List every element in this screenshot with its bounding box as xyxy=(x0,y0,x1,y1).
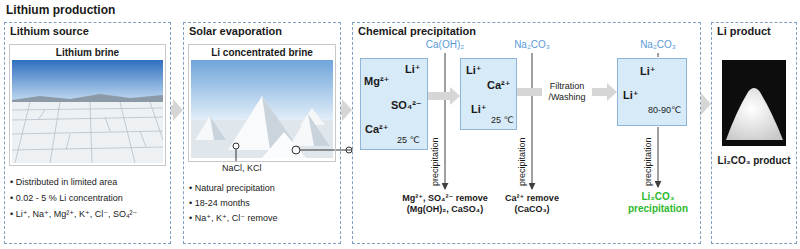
bullet-text: • 0.02 - 5 % Li concentration xyxy=(10,193,123,204)
panel-heading: Solar evaporation xyxy=(189,25,282,38)
salt-crust xyxy=(12,102,163,163)
ion-label: Mg²⁺ xyxy=(364,75,389,88)
diagram-title: Lithium production xyxy=(6,3,115,17)
ion-label: Ca²⁺ xyxy=(487,79,511,92)
salt-polygons xyxy=(12,102,163,163)
bullet-text: • 18-24 months xyxy=(189,198,250,209)
pile-shade xyxy=(308,114,330,146)
bullet-text: • Na⁺, K⁺, Cl⁻ remove xyxy=(189,213,277,224)
sky xyxy=(12,60,163,102)
ion-label: Ca²⁺ xyxy=(365,123,389,136)
reagent-line xyxy=(532,53,533,189)
flow-arrow xyxy=(428,92,450,100)
ion-label: Li⁺ xyxy=(405,63,421,76)
pile-shade xyxy=(210,116,226,140)
removal-note: Mg²⁺, SO₄²⁻ remove (Mg(OH)₂, CaSO₄) xyxy=(391,193,499,215)
reagent-label: Ca(OH)₂ xyxy=(415,39,475,51)
source-panel: Lithium source • Distributed in limited a… xyxy=(4,22,171,244)
brine-photo-box: Lithium brine xyxy=(9,44,166,166)
edge-label: Filtration /Washing xyxy=(542,81,592,103)
salt-pile xyxy=(262,132,306,158)
photo-caption: Li concentrated brine xyxy=(211,47,313,59)
panel-heading: Li product xyxy=(717,25,771,38)
temperature-label: 80-90℃ xyxy=(648,105,681,116)
bullet-text: • Natural precipitation xyxy=(189,183,275,194)
salt-flat-photo xyxy=(12,60,163,163)
ion-label: Li⁺ xyxy=(640,65,656,78)
brine-photo-box: Li concentrated brine xyxy=(188,44,336,162)
reagent-label: Na₂CO₃ xyxy=(628,39,688,51)
ion-label: Li⁺ xyxy=(466,64,482,77)
reagent-line xyxy=(658,127,659,187)
salt-piles-photo xyxy=(191,60,352,161)
removal-note: Ca²⁺ remove (CaCO₃) xyxy=(500,193,564,215)
pointer-circle xyxy=(292,146,300,154)
salt-pile xyxy=(290,114,330,146)
mountains xyxy=(12,94,163,103)
leader-line xyxy=(300,150,336,151)
powder-pile xyxy=(726,88,783,140)
reagent-line xyxy=(445,53,446,189)
temperature-label: 25 ℃ xyxy=(397,135,420,146)
pointer-circle xyxy=(233,143,239,149)
leader-line xyxy=(236,149,237,161)
bullet-text: • Distributed in limited area xyxy=(10,177,117,188)
byproduct-label: NaCl, KCl xyxy=(222,163,262,174)
process-label: precipitation xyxy=(430,137,441,186)
product-note: Li₂CO₃ precipitation xyxy=(621,191,695,215)
product-caption: Li₂CO₃ product xyxy=(718,155,791,167)
flow-arrow xyxy=(341,105,342,115)
temperature-label: 25 ℃ xyxy=(491,115,514,126)
ion-label: Li⁺ xyxy=(623,89,639,102)
ion-label: Li⁺ xyxy=(471,103,487,116)
ion-label: SO₄²⁻ xyxy=(391,99,422,112)
evaporation-panel: Solar evaporation • Natural precipitation… xyxy=(183,22,341,244)
flow-arrow xyxy=(171,105,173,115)
panel-heading: Lithium source xyxy=(10,25,89,38)
process-label: precipitation xyxy=(643,137,654,186)
photo-caption: Lithium brine xyxy=(56,47,119,59)
reactor-box: Li⁺Ca²⁺Li⁺25 ℃ xyxy=(460,58,517,130)
zoom-line xyxy=(336,150,352,151)
bullet-text: • Li⁺, Na⁺, Mg²⁺, K⁺, Cl⁻, SO₄²⁻ xyxy=(10,209,137,220)
reagent-label: Na₂CO₃ xyxy=(502,39,562,51)
reactor-box: Mg²⁺ Li⁺ SO₄²⁻Ca²⁺ 25 ℃ xyxy=(360,58,428,150)
reagent-line xyxy=(658,53,659,57)
process-label: precipitation xyxy=(517,137,528,186)
salt-pile xyxy=(195,116,226,140)
product-photo xyxy=(722,60,786,146)
product-panel: Li productLi₂CO₃ product xyxy=(711,22,797,244)
reactor-box: Li⁺Li⁺ 80-90℃ xyxy=(617,58,687,126)
photo-background xyxy=(722,60,786,146)
panel-heading: Chemical precipitation xyxy=(358,25,476,38)
